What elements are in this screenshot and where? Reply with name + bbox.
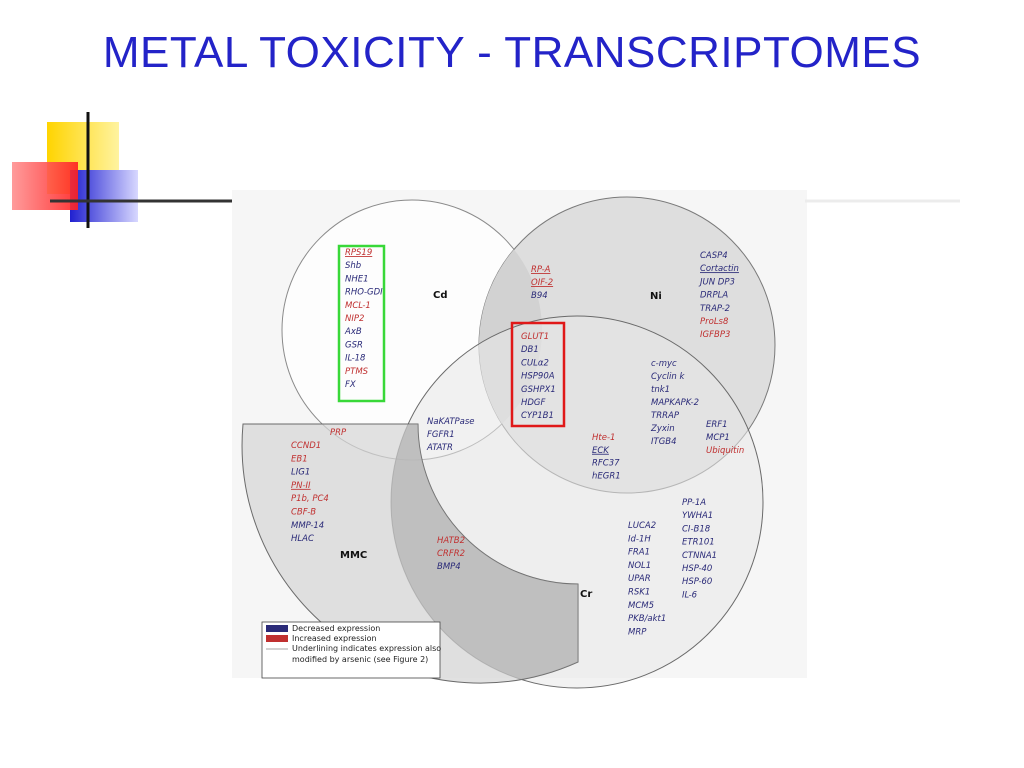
legend-swatch-decreased bbox=[266, 625, 288, 632]
gene-label: CBF-B bbox=[291, 508, 316, 518]
gene-label: FRA1 bbox=[628, 548, 650, 558]
gene-label: ECK bbox=[592, 446, 610, 456]
red-highlight-box bbox=[510, 321, 566, 428]
gene-label: PN-II bbox=[291, 481, 311, 491]
gene-label: HSP90A bbox=[521, 372, 555, 382]
gene-label: RPS19 bbox=[345, 248, 372, 258]
cr-set-label: Cr bbox=[580, 589, 592, 600]
gene-label: MCL-1 bbox=[345, 301, 371, 311]
decorative-squares bbox=[12, 112, 232, 228]
gene-label: Ubiquitin bbox=[706, 446, 744, 456]
gene-label: RHO-GDI bbox=[345, 288, 383, 298]
gene-label: PP-1A bbox=[682, 498, 706, 508]
gene-label: CRFR2 bbox=[437, 549, 465, 559]
gene-label: GSHPX1 bbox=[521, 385, 556, 395]
gene-label: Shb bbox=[345, 261, 361, 271]
legend-box bbox=[261, 621, 441, 679]
legend-label-underline-2: modified by arsenic (see Figure 2) bbox=[292, 655, 428, 664]
gene-label: MCP1 bbox=[706, 433, 730, 443]
gene-label: P1b, PC4 bbox=[291, 494, 329, 504]
legend-label-underline: Underlining indicates expression also bbox=[292, 644, 441, 653]
gene-label: MRP bbox=[628, 627, 647, 637]
gene-label: JUN DP3 bbox=[698, 277, 735, 287]
gene-label: ATATR bbox=[426, 443, 453, 453]
ni-set-label: Ni bbox=[650, 291, 662, 302]
legend-label-decreased: Decreased expression bbox=[292, 624, 380, 633]
gene-label: IL-6 bbox=[682, 590, 698, 600]
gene-label: TRRAP bbox=[651, 411, 680, 421]
gene-label: B94 bbox=[531, 291, 548, 301]
gene-label: LIG1 bbox=[291, 468, 310, 478]
gene-label: PTMS bbox=[345, 367, 369, 377]
gene-label: MAPKAPK-2 bbox=[651, 398, 699, 408]
gene-label: CCND1 bbox=[291, 441, 321, 451]
gene-label: CTNNA1 bbox=[682, 551, 717, 561]
gene-label: Id-1H bbox=[628, 534, 651, 544]
gene-label: NaKATPase bbox=[427, 417, 475, 427]
cd-set-label: Cd bbox=[433, 290, 448, 301]
green-highlight-box bbox=[337, 244, 386, 403]
legend: Decreased expression Increased expressio… bbox=[261, 621, 441, 679]
blue-square bbox=[70, 170, 138, 222]
slide-title: METAL TOXICITY - TRANSCRIPTOMES bbox=[102, 28, 922, 77]
gene-label: UPAR bbox=[628, 574, 651, 584]
gene-label: GLUT1 bbox=[521, 332, 549, 342]
legend-label-increased: Increased expression bbox=[292, 634, 377, 643]
gene-label: PKB/akt1 bbox=[628, 614, 666, 624]
gene-label: DRPLA bbox=[700, 291, 728, 301]
gene-label: FX bbox=[345, 380, 356, 390]
gene-label: MMP-14 bbox=[291, 521, 324, 531]
gene-label: OIF-2 bbox=[531, 278, 553, 288]
gene-label: AxB bbox=[344, 327, 362, 337]
gene-label: Zyxin bbox=[650, 424, 675, 434]
gene-label: Cyclin k bbox=[651, 372, 685, 382]
gene-label: FGFR1 bbox=[427, 430, 455, 440]
gene-label: c-myc bbox=[651, 359, 677, 369]
mmc-set-label: MMC bbox=[340, 550, 367, 561]
gene-label: BMP4 bbox=[437, 562, 461, 572]
gene-label: ETR101 bbox=[682, 538, 715, 548]
gene-labels: RPS19ShbNHE1RHO-GDIMCL-1NIP2AxBGSRIL-18P… bbox=[291, 248, 744, 637]
gene-label: CULα2 bbox=[521, 358, 549, 368]
gene-label: NIP2 bbox=[345, 314, 364, 324]
gene-label: HLAC bbox=[291, 534, 314, 544]
gene-label: CI-B18 bbox=[682, 524, 711, 534]
gene-label: CASP4 bbox=[700, 251, 728, 261]
gene-label: PRP bbox=[330, 428, 347, 438]
gene-label: LUCA2 bbox=[628, 521, 656, 531]
gene-label: TRAP-2 bbox=[700, 304, 730, 314]
gene-label: ProLs8 bbox=[700, 317, 729, 327]
gene-label: YWHA1 bbox=[682, 511, 713, 521]
gene-label: EB1 bbox=[291, 454, 308, 464]
gene-label: IGFBP3 bbox=[700, 330, 730, 340]
gene-label: CYP1B1 bbox=[521, 411, 554, 421]
gene-label: DB1 bbox=[521, 345, 539, 355]
gene-label: RFC37 bbox=[592, 459, 620, 469]
gene-label: ITGB4 bbox=[651, 437, 677, 447]
gene-label: NHE1 bbox=[345, 274, 369, 284]
gene-label: MCM5 bbox=[628, 601, 654, 611]
gene-label: RP-A bbox=[531, 265, 551, 275]
gene-label: tnk1 bbox=[651, 385, 670, 395]
gene-label: Hte-1 bbox=[592, 433, 615, 443]
gene-label: HSP-40 bbox=[682, 564, 712, 574]
gene-label: NOL1 bbox=[628, 561, 651, 571]
gene-label: RSK1 bbox=[628, 588, 650, 598]
gene-label: ERF1 bbox=[706, 420, 728, 430]
gene-label: IL-18 bbox=[345, 354, 366, 364]
gene-label: GSR bbox=[345, 340, 363, 350]
mmc-set-band bbox=[241, 423, 579, 684]
gene-label: Cortactin bbox=[700, 264, 739, 274]
gene-label: HATB2 bbox=[437, 536, 465, 546]
legend-swatch-increased bbox=[266, 635, 288, 642]
mmc-cr-overlap bbox=[391, 424, 578, 684]
gene-label: HSP-60 bbox=[682, 577, 712, 587]
gene-label: hEGR1 bbox=[592, 471, 621, 481]
gene-label: HDGF bbox=[521, 398, 546, 408]
